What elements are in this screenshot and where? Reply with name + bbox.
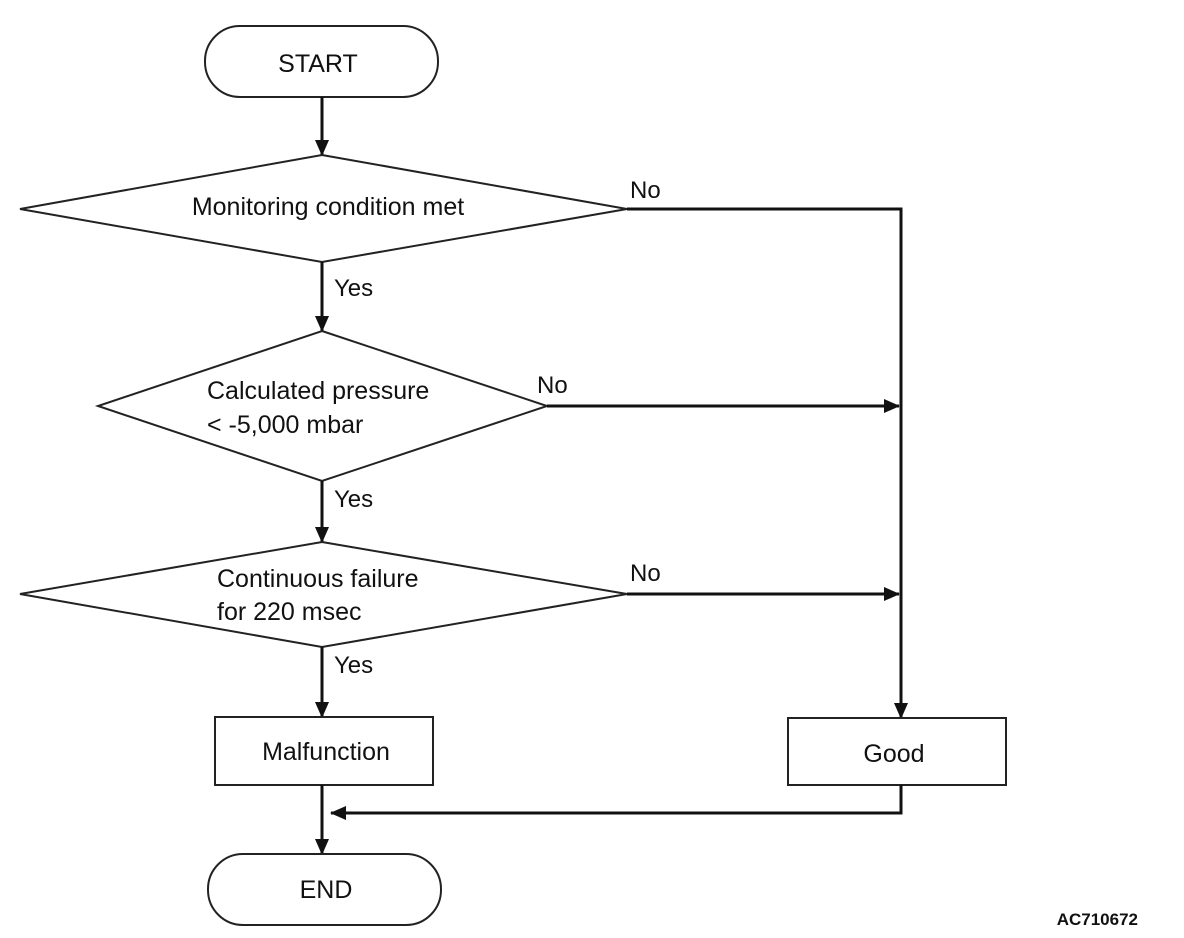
outcome-malfunction-label: Malfunction — [262, 738, 390, 766]
decision-continuous-failure — [19, 540, 628, 649]
arrow-monitoring-no-to-good — [627, 207, 908, 719]
decision-failure-line2: for 220 msec — [217, 598, 362, 626]
outcome-malfunction-box — [214, 716, 434, 786]
decision-monitoring-label: Monitoring condition met — [192, 193, 464, 221]
decision-failure-line1: Continuous failure — [217, 565, 419, 593]
monitoring-yes-label: Yes — [334, 275, 373, 302]
arrow-good-to-merge — [330, 785, 903, 820]
decision-pressure-line2: < -5,000 mbar — [207, 411, 363, 439]
start-label: START — [278, 50, 358, 78]
failure-yes-label: Yes — [334, 652, 373, 679]
failure-no-label: No — [630, 560, 661, 587]
pressure-no-label: No — [537, 372, 568, 399]
decision-pressure-line1: Calculated pressure — [207, 377, 429, 405]
outcome-good-label: Good — [863, 740, 924, 768]
end-label: END — [300, 876, 353, 904]
outcome-good-box — [787, 717, 1007, 786]
monitoring-no-label: No — [630, 177, 661, 204]
pressure-yes-label: Yes — [334, 486, 373, 513]
end-terminal — [207, 853, 442, 926]
decision-calculated-pressure — [94, 329, 551, 483]
figure-code: AC710672 — [1057, 910, 1138, 929]
